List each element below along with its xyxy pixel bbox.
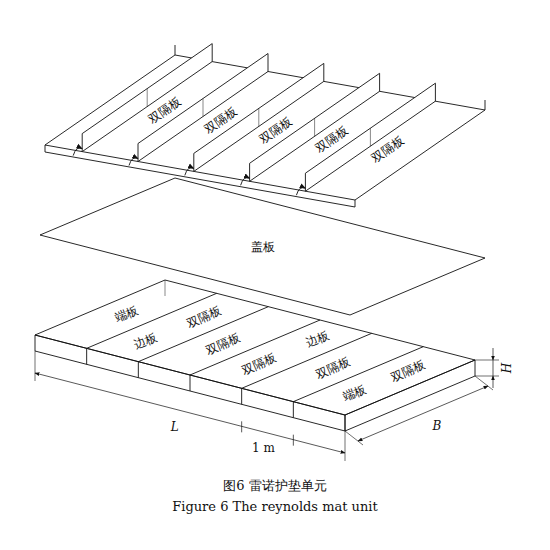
part-label: 边板	[303, 328, 331, 350]
dimension-tick	[293, 435, 294, 446]
partition-line	[241, 388, 242, 404]
part-label: 双隔板	[239, 350, 278, 377]
dimension-line-B	[358, 386, 488, 441]
partition-line	[293, 402, 294, 418]
fold-arrow	[185, 168, 194, 176]
partition-crease	[258, 108, 259, 126]
part-label: 端板	[340, 382, 368, 404]
partition-crease	[203, 99, 204, 117]
extension-line	[345, 431, 363, 445]
part-label: 端板	[112, 303, 140, 325]
double-partition-panel	[194, 63, 324, 171]
figure-caption: 图6 雷诺护垫单元	[0, 478, 550, 494]
sheet-fold-edge	[45, 145, 46, 152]
dimension-label: H	[500, 363, 514, 373]
part-label: 双隔板	[388, 357, 427, 384]
double-partition-panel	[138, 54, 268, 162]
part-label: 双隔板	[184, 303, 223, 330]
fold-arrow	[241, 178, 250, 186]
double-partition-panel	[305, 83, 435, 191]
box-top-face	[35, 280, 475, 415]
sheet-fold-edge	[355, 200, 356, 207]
extension-line	[345, 431, 346, 461]
partition-crease	[314, 118, 315, 136]
cover-plate	[40, 178, 485, 315]
fold-arrow	[73, 148, 82, 156]
dimension-line-L	[35, 373, 345, 453]
part-label: 边板	[131, 330, 159, 352]
extension-line	[475, 376, 499, 377]
part-label: 双隔板	[203, 330, 242, 357]
side-plate-front	[35, 335, 345, 431]
dimension-tick	[241, 421, 242, 432]
dimension-line-H	[493, 376, 494, 388]
partition-crease	[370, 128, 371, 146]
dimension-label: B	[433, 419, 442, 433]
partition-line	[138, 362, 139, 378]
end-flap	[175, 45, 176, 55]
partition-crease	[147, 89, 148, 107]
double-partition-panel	[82, 44, 212, 152]
extension-line	[35, 351, 36, 381]
end-flap	[485, 100, 486, 110]
dimension-line-H	[493, 348, 494, 360]
extension-line	[475, 360, 499, 361]
dimension-label: 1 m	[252, 441, 275, 455]
double-partition-panel	[250, 73, 380, 181]
dimension-label: L	[171, 420, 179, 434]
part-label: 双隔板	[313, 354, 352, 381]
caption-english: Figure 6 The reynolds mat unit	[0, 499, 550, 515]
box-hidden-edge	[165, 280, 166, 296]
partition-line	[86, 348, 87, 364]
fold-arrow	[296, 188, 305, 196]
part-label: 盖板	[251, 240, 275, 254]
dimension-line-H	[493, 360, 494, 376]
fold-arrow	[129, 158, 138, 166]
partition-line	[190, 375, 191, 391]
